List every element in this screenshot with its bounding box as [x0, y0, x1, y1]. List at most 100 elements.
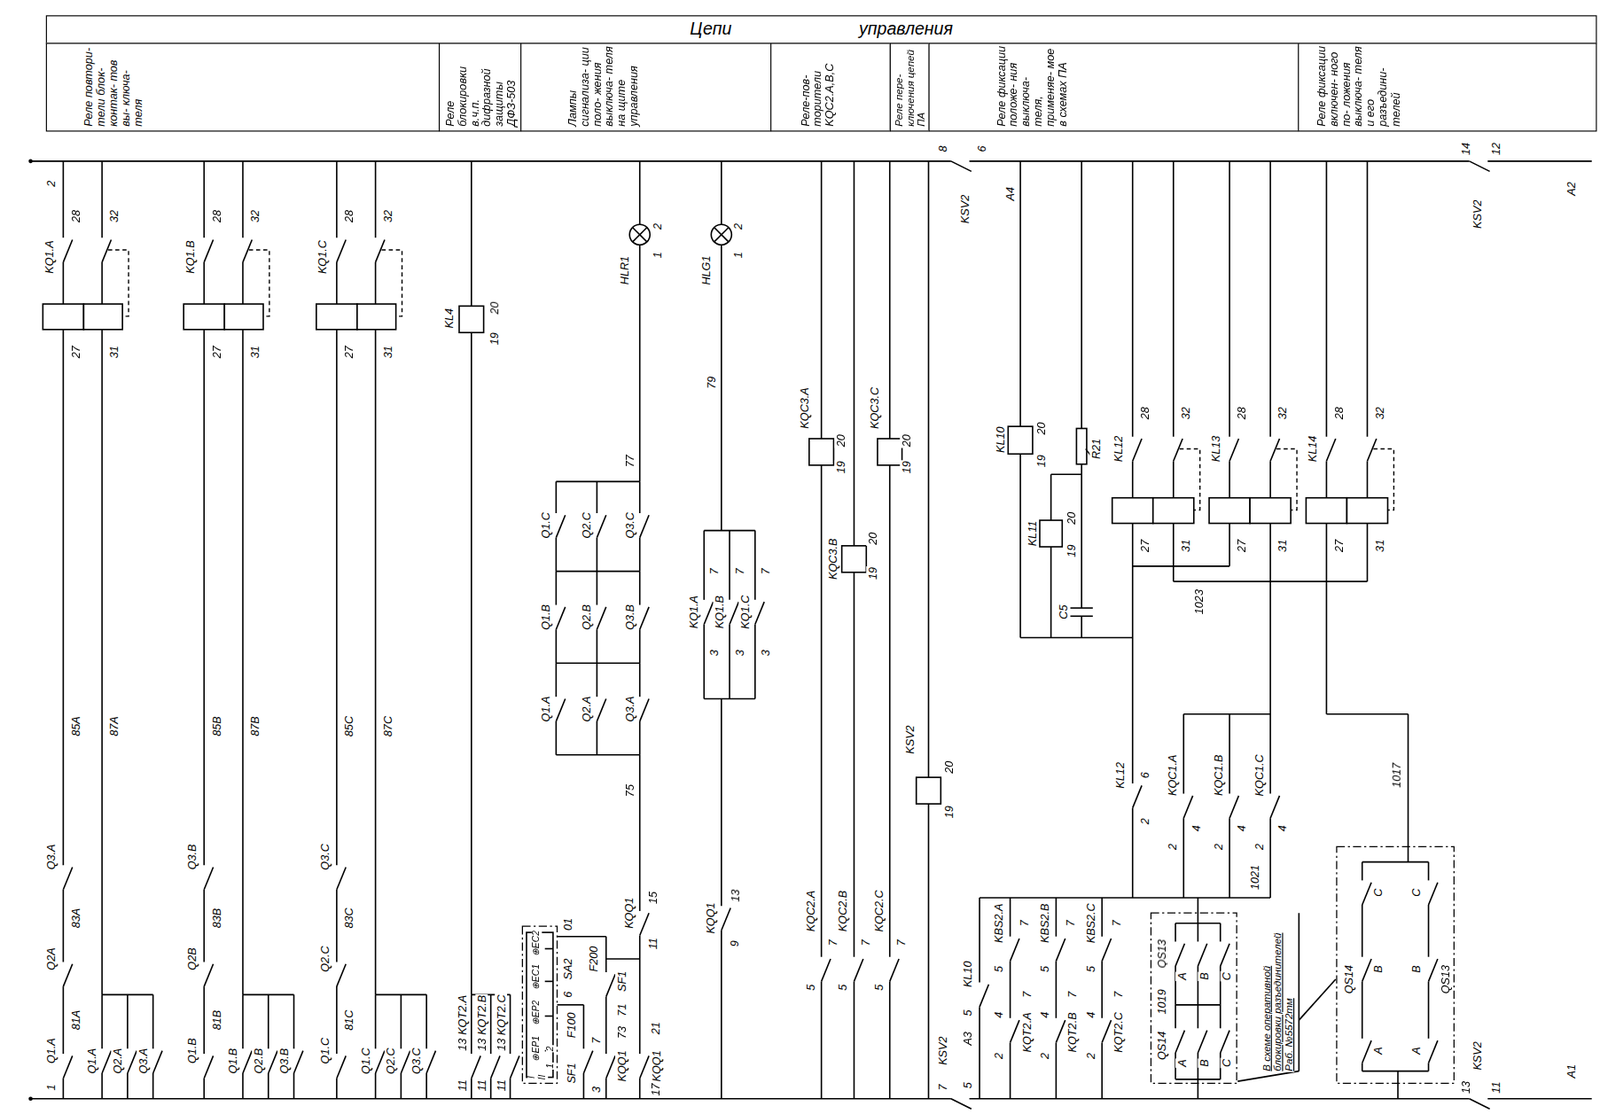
contact-symbol — [1428, 959, 1438, 982]
wire — [1132, 565, 1230, 568]
callout-label: 81B — [210, 1009, 223, 1032]
callout-label: 32 — [1179, 405, 1193, 421]
lamp-symbol — [710, 224, 732, 245]
disconnector-frame — [1336, 846, 1454, 1084]
wire — [978, 1006, 981, 1100]
contact-symbol — [294, 1051, 304, 1074]
wire — [606, 958, 640, 960]
wire — [1428, 981, 1430, 1039]
callout-label: 85C — [343, 715, 356, 739]
contact-symbol — [336, 964, 346, 987]
callout-label: KQT2.B — [475, 994, 488, 1037]
callout-label: 20 — [1065, 511, 1078, 526]
capacitor-symbol — [1070, 607, 1093, 609]
callout-label: KQC3.A — [797, 386, 811, 430]
callout-label: 20 — [943, 759, 956, 774]
callout-label: A — [1371, 1045, 1384, 1056]
wire — [820, 981, 823, 1099]
callout-label: KQC1.A — [1166, 753, 1179, 797]
wire — [555, 481, 640, 484]
callout-label: KQ1.A — [42, 239, 55, 275]
callout-label: Q2.A — [110, 1047, 124, 1076]
wire — [490, 994, 492, 1054]
leader-line — [1237, 1071, 1299, 1083]
wire — [1197, 923, 1200, 943]
callout-label: 32 — [249, 209, 262, 224]
contact-symbol — [1428, 882, 1438, 906]
contact-symbol — [203, 964, 213, 987]
contact-symbol — [153, 1051, 163, 1074]
wire — [555, 571, 558, 606]
callout-label: Q2B — [185, 946, 198, 972]
wire — [335, 986, 338, 1054]
contact-symbol — [1220, 1030, 1230, 1054]
callout-label: Q1.C — [359, 1046, 372, 1076]
callout-label: KL13 — [1209, 435, 1222, 464]
callout-label: 7 — [1112, 991, 1125, 1000]
callout-label: A4 — [1004, 186, 1017, 203]
coil-symbol — [183, 304, 225, 330]
callout-label: KSV2 — [1471, 198, 1484, 230]
callout-label: 28 — [1139, 405, 1152, 421]
contact-symbol — [755, 601, 765, 625]
contact-symbol — [640, 913, 649, 936]
wire — [1428, 1062, 1430, 1071]
wire — [1487, 1098, 1592, 1101]
callout-label: Q3.B — [623, 603, 636, 632]
header-cell: Реле пере- ключения цепей ПА — [889, 42, 930, 132]
coil-symbol — [1007, 426, 1033, 454]
wire — [374, 994, 377, 1049]
contact-symbol — [1362, 882, 1372, 906]
wire — [241, 161, 244, 238]
wire — [1182, 818, 1185, 898]
callout-label: 19 — [1065, 543, 1078, 558]
callout-label: 19 — [866, 566, 879, 581]
callout-label: 7 — [858, 938, 872, 947]
contact-symbol — [1362, 1040, 1372, 1063]
callout-label: 28 — [210, 209, 223, 224]
callout-label: QS14 — [1155, 1030, 1168, 1062]
contact-symbol — [1132, 785, 1142, 808]
callout-label: C — [1220, 971, 1234, 982]
callout-label: 7 — [1109, 919, 1123, 928]
callout-label: KQC2.B — [836, 889, 850, 934]
wire — [31, 160, 952, 163]
contact-symbol — [242, 240, 252, 263]
switch-frame — [522, 926, 557, 1084]
callout-label: 7 — [826, 938, 839, 947]
contact-symbol — [596, 699, 606, 722]
wire — [639, 1078, 641, 1100]
wire — [596, 629, 599, 664]
callout-label: Q3.C — [410, 1046, 423, 1076]
callout-label: KL11 — [1026, 520, 1039, 548]
contact-symbol — [1183, 796, 1193, 819]
callout-label: KL14 — [1305, 435, 1319, 464]
callout-label: 2 — [546, 1045, 556, 1053]
wire — [1361, 905, 1364, 958]
callout-label: C5 — [1056, 603, 1070, 620]
contact-symbol — [127, 1051, 137, 1074]
callout-label: 2 — [650, 222, 664, 231]
callout-label: 11 — [1490, 1080, 1503, 1094]
wire — [126, 994, 129, 1049]
callout-label: 4 — [1276, 824, 1289, 833]
contact-symbol — [203, 1055, 213, 1078]
callout-label: ⊕EP2 — [531, 999, 542, 1027]
contact-symbol — [1229, 796, 1239, 819]
coil-symbol — [1209, 498, 1250, 524]
callout-label: B — [1197, 971, 1210, 982]
wire — [1228, 523, 1231, 567]
callout-label: 5 — [992, 965, 1006, 974]
wire — [702, 624, 705, 699]
callout-label: ⊕EP1 — [531, 1035, 542, 1063]
callout-label: 2 — [1166, 842, 1179, 851]
wire — [1228, 818, 1231, 898]
wire — [853, 572, 856, 958]
callout-label: 9 — [728, 939, 742, 948]
callout-label: 5 — [872, 983, 885, 992]
header-cell: Реле фиксации положе- ния выключа- теля,… — [928, 42, 1300, 132]
contact-symbol — [336, 866, 346, 890]
callout-label: 11 — [494, 1078, 508, 1093]
column-heading: Лампы сигнализа- ции поло- жения выключа… — [566, 44, 641, 126]
callout-label: 31 — [249, 344, 262, 360]
